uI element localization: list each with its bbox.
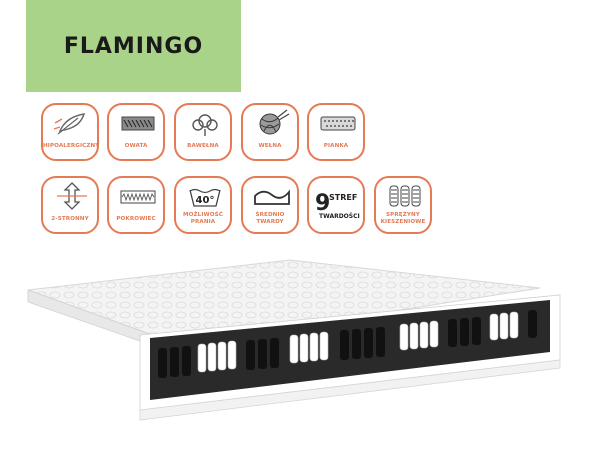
feature-label-line2: KIESZENIOWE	[380, 219, 426, 225]
mattress-image	[27, 259, 561, 421]
feature-badge-wool: WEŁNA	[241, 103, 299, 161]
feature-label-line2: TWARDY	[256, 219, 284, 225]
product-title: FLAMINGO	[63, 33, 204, 59]
feature-label: POKROWIEC	[116, 216, 156, 222]
flip-arrows-icon	[57, 182, 87, 210]
pocket-springs-icon	[389, 185, 421, 207]
mattress-bottom-layer	[139, 359, 561, 421]
zones-icon: 9 STREF TWARDOŚCI	[315, 191, 360, 220]
feature-badge-wadding: OWATA	[107, 103, 165, 161]
feature-label: HIPOALERGICZNY	[43, 143, 100, 149]
wave-firmness-icon	[254, 189, 290, 205]
feature-badge-washable: 40° MOŻLIWOŚĆ PRANIA	[174, 176, 232, 234]
zones-word1: STREF	[329, 193, 357, 202]
feature-badge-foam: PIANKA	[307, 103, 365, 161]
feature-label: PIANKA	[323, 143, 349, 149]
zones-number: 9	[315, 191, 330, 216]
wash-40-icon: 40°	[189, 188, 221, 207]
feature-label-line1: MOŻLIWOŚĆ	[183, 212, 223, 218]
feature-badge-zones: 9 STREF TWARDOŚCI	[307, 176, 365, 234]
feature-badge-pocket-springs: SPRĘŻYNY KIESZENIOWE	[374, 176, 432, 234]
feature-badge-medium-firm: ŚREDNIO TWARDY	[241, 176, 299, 234]
product-name-banner: FLAMINGO	[26, 0, 241, 92]
feature-badges: HIPOALERGICZNY OWATA BAWEŁNA WEŁNA	[41, 103, 432, 234]
feature-badge-cotton: BAWEŁNA	[174, 103, 232, 161]
fabric-icon	[121, 116, 155, 131]
foam-icon	[320, 116, 356, 131]
zones-word2: TWARDOŚCI	[319, 213, 360, 220]
feature-label: SPRĘŻYNY KIESZENIOWE	[376, 212, 430, 226]
feature-label-line1: SPRĘŻYNY	[386, 212, 420, 218]
feature-label-line2: PRANIA	[190, 219, 216, 225]
zipper-cover-icon	[120, 190, 156, 204]
feature-label: MOŻLIWOŚĆ PRANIA	[176, 212, 230, 226]
feature-label: WEŁNA	[258, 143, 282, 149]
feature-label-line1: ŚREDNIO	[255, 212, 285, 218]
feature-badge-cover: POKROWIEC	[107, 176, 165, 234]
wool-ball-icon	[259, 109, 290, 135]
feature-label: ŚREDNIO TWARDY	[243, 212, 297, 226]
feature-label: BAWEŁNA	[187, 143, 219, 149]
cotton-icon	[192, 114, 218, 136]
feature-label: OWATA	[124, 143, 148, 149]
pocket-springs	[158, 310, 537, 378]
feather-icon	[53, 113, 86, 135]
feature-badge-two-sided: 2-STRONNY	[41, 176, 99, 234]
wash-temperature: 40°	[196, 195, 215, 206]
feature-badge-hypoallergenic: HIPOALERGICZNY	[41, 103, 99, 161]
feature-label: 2-STRONNY	[51, 216, 89, 222]
